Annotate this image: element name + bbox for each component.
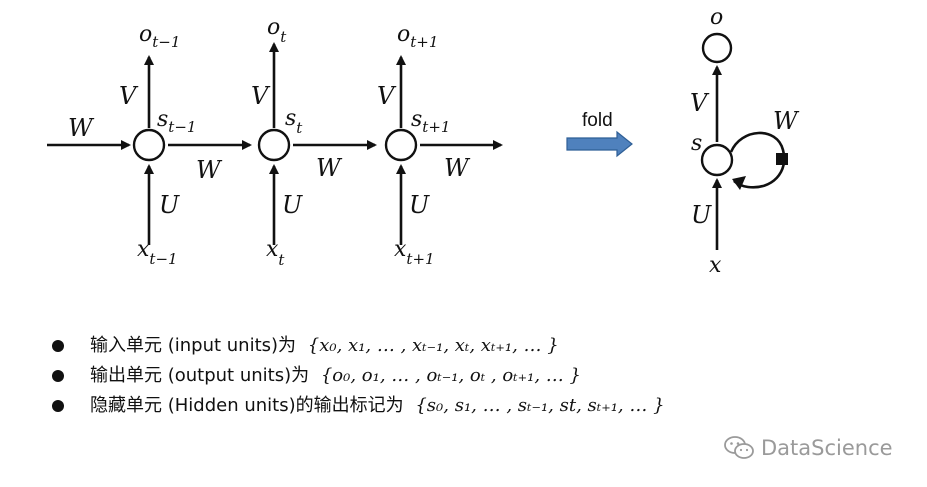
recurrent-weight-label: W [444,154,471,182]
input-weight-label: U [282,191,303,219]
list-item: 输出单元 (output units)为 {o₀, o₁, … , oₜ₋₁, … [52,361,665,391]
folded-output-label: o [710,5,723,30]
hidden-node [384,128,418,162]
folded-input-label: x [709,253,722,278]
hidden-node [257,128,291,162]
output-weight-label: V [251,82,271,110]
folded-output-weight-label: V [690,89,710,117]
recurrent-weight-label: W [196,156,223,184]
delay-square [776,153,788,165]
unrolled-network: W ot−1 V st−1 U xt−1 W ot V st U xt W [47,15,503,269]
bullet-text: 输出单元 (output units)为 [90,365,310,386]
folded-loop-weight-label: W [773,107,800,135]
list-item: 隐藏单元 (Hidden units)的输出标记为 {s₀, s₁, … , s… [52,391,665,421]
input-weight-label: U [159,191,180,219]
folded-hidden-node [700,143,734,177]
fold-arrow: fold [566,110,633,158]
step-t: ot V st U xt W [251,15,377,269]
fold-label: fold [582,110,613,131]
watermark: DataScience [723,433,893,463]
state-label: st+1 [411,107,450,136]
bullet-math: {s₀, s₁, … , sₜ₋₁, st, sₜ₊₁, … } [415,395,665,416]
input-weight-label: U [409,191,430,219]
folded-output-node [701,32,733,64]
watermark-text: DataScience [761,436,893,460]
folded-loop-arrowhead [732,176,746,190]
input-label: xt−1 [137,237,178,268]
bullet-math: {o₀, o₁, … , oₜ₋₁, oₜ , oₜ₊₁, … } [320,365,581,386]
output-label: ot [267,15,287,46]
folded-input-weight-label: U [691,201,712,229]
state-label: st−1 [157,107,196,136]
bullet-dot [52,400,64,412]
list-item: 输入单元 (input units)为 {x₀, x₁, … , xₜ₋₁, x… [52,331,665,361]
input-label: xt+1 [394,237,435,268]
bullet-text: 输入单元 (input units)为 [90,335,297,356]
state-label: st [285,106,303,137]
output-label: ot+1 [397,22,438,51]
recurrent-weight-label: W [316,154,343,182]
definition-list: 输入单元 (input units)为 {x₀, x₁, … , xₜ₋₁, x… [52,331,665,421]
input-recurrent-weight-label: W [68,114,95,142]
step-t-minus-1: ot−1 V st−1 U xt−1 W [119,22,252,268]
wechat-icon [724,436,754,459]
folded-state-label: s [691,131,702,156]
output-label: ot−1 [139,22,180,51]
output-weight-label: V [119,82,139,110]
hidden-node [132,128,166,162]
bullet-text: 隐藏单元 (Hidden units)的输出标记为 [90,395,404,416]
bullet-dot [52,370,64,382]
input-label: xt [266,237,285,269]
step-t-plus-1: ot+1 V st+1 U xt+1 W [377,22,503,268]
fold-arrow-shape [566,130,633,158]
bullet-math: {x₀, x₁, … , xₜ₋₁, xₜ, xₜ₊₁, … } [307,335,559,356]
output-weight-label: V [377,82,397,110]
bullet-dot [52,340,64,352]
folded-network: o V s W U x [690,5,800,278]
rnn-diagram: W ot−1 V st−1 U xt−1 W ot V st U xt W [47,5,800,278]
